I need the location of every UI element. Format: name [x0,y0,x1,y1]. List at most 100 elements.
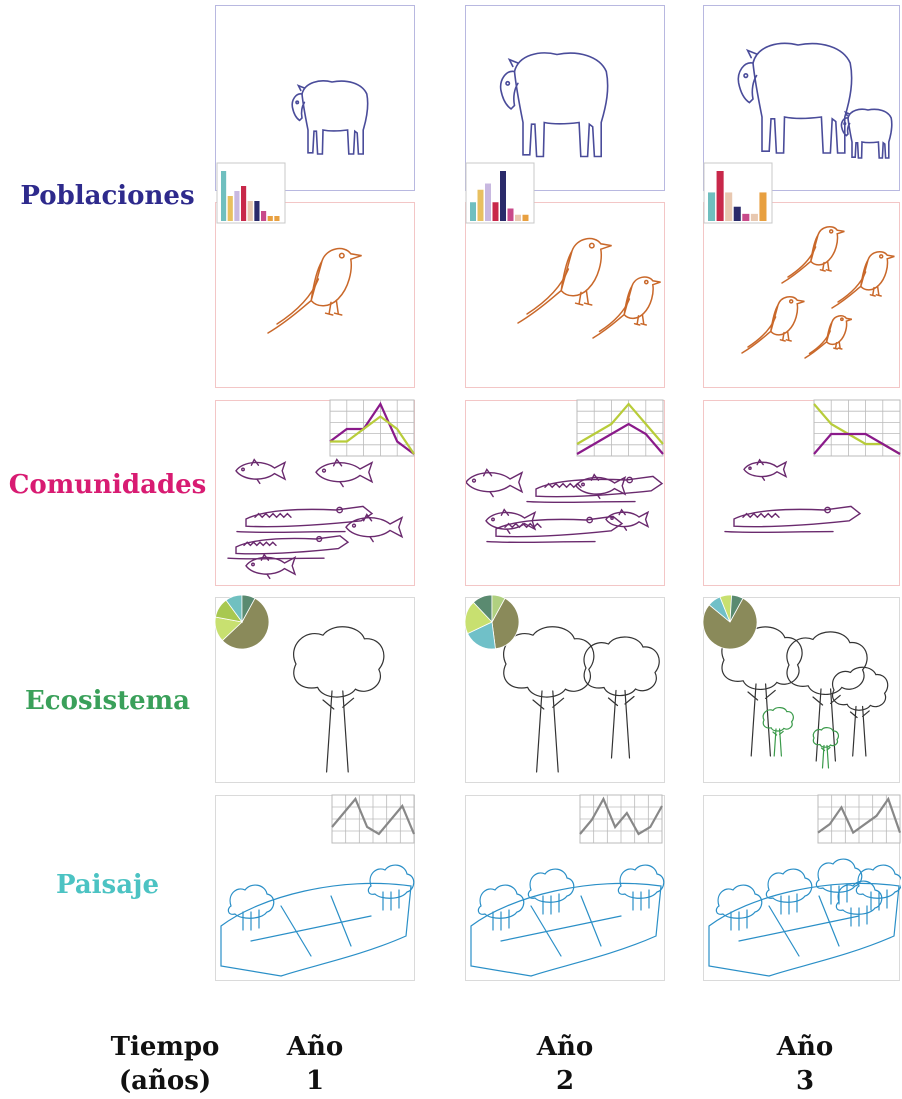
fish-eye [748,466,752,470]
tree-crown [721,626,803,690]
tree-trunk [849,705,870,757]
panel-illustration [267,247,362,334]
fish-fins [756,458,766,481]
terrain [708,882,900,977]
tree-drawing [786,631,868,762]
panel-illustration [466,468,664,544]
grove [227,884,275,931]
tree-drawing [293,626,385,773]
bird-wing [526,268,570,315]
terrain [220,882,412,977]
tapir-eye [295,100,300,105]
grove-crown [855,864,901,899]
water-line [227,557,325,560]
tapir-drawing [499,52,609,158]
grove-trunks [730,909,748,931]
grove-crown [527,868,575,903]
grove-trunks [242,909,260,931]
panel-year3-population-bird [703,202,900,388]
caiman-scutes [742,512,780,519]
fish-fins [332,458,344,488]
tree-trunk [820,744,831,769]
panel-illustration [724,458,862,534]
caiman-body [535,475,664,498]
tapir-drawing [737,42,853,154]
year-label: Año [536,1032,594,1062]
year-label: Año [286,1032,344,1062]
panel-year3-community [703,400,900,586]
panel-year3-population-tapir [703,5,900,191]
bird-eye [788,299,794,304]
panel-illustration [721,626,889,769]
bird-wing [276,278,320,325]
panel-illustration [741,225,895,359]
grove-trunks [492,909,510,931]
bird-wing [808,330,831,355]
fish-fins [250,458,261,485]
bird-eye [588,242,595,249]
tree-crown [786,631,868,695]
fish-drawing [235,458,287,485]
grove-trunks [382,889,400,911]
field-lines [738,895,860,957]
bird-legs [324,299,343,316]
bird-drawing [741,295,805,354]
fish-drawing [743,458,788,481]
tree-crown [583,636,660,697]
bird-body [831,250,895,309]
fish-fins [618,508,628,531]
grove [715,884,763,931]
bird-drawing [592,276,661,339]
fish-drawing [605,508,650,531]
grove [835,880,883,927]
fish-eye [610,516,614,520]
grove [367,864,415,911]
caiman-eye [336,506,344,514]
tapir-body [847,108,893,159]
bird-body [781,225,845,284]
bird-drawing [781,225,845,284]
fish-eye [581,482,585,487]
tapir-ear [507,58,519,68]
bird-eye [338,252,345,259]
water-line [724,530,834,534]
fish-fins [500,508,511,535]
panel-illustration [227,458,404,580]
caiman-scutes [254,512,292,519]
bird-wing [837,271,867,303]
field-lines [500,895,622,957]
landscape-drawing [708,858,901,977]
panel-year2-ecosystem [465,597,665,783]
year-number: 1 [305,1066,325,1096]
grove [855,864,901,911]
bird-wing [787,246,817,278]
caiman-eye [316,535,323,543]
tapir-head [737,62,758,104]
grove-crown [367,864,415,899]
caiman-drawing [724,505,862,534]
tiempo-label: Tiempo [110,1032,220,1062]
panel-illustration [503,626,660,773]
tree-trunk [607,689,635,759]
tree-crown [503,626,595,698]
tree-trunk [532,690,565,773]
grove-crown [477,884,525,919]
footer-year-2: Año 2 [505,1030,625,1098]
panel-year1-population-tapir [215,5,415,191]
bird-body [804,315,853,359]
caiman-eye [586,516,594,524]
panel-year3-landscape [703,795,901,981]
tapir-eye [743,73,749,79]
bird-wing [598,298,631,333]
fish-drawing [345,513,404,543]
panel-year2-community [465,400,665,586]
fish-body [235,460,287,481]
tree-trunk [812,688,841,762]
bird-legs [869,285,882,297]
tapir-eye [505,80,511,86]
grove-trunks [850,905,868,927]
caiman-scutes [544,482,582,489]
fish-eye [321,468,327,473]
bird-eye [840,317,844,322]
caiman-eye [626,476,634,484]
